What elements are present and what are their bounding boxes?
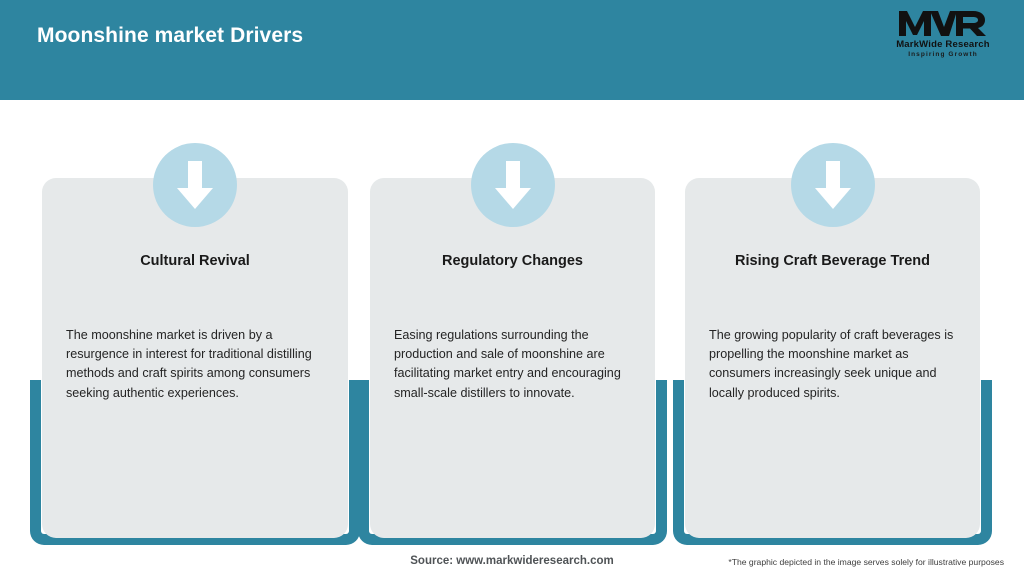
brand-logo: MarkWide Research Inspiring Growth bbox=[884, 8, 1002, 70]
down-arrow-icon bbox=[153, 143, 237, 227]
card-panel bbox=[370, 178, 655, 538]
source-label: Source: www.markwideresearch.com bbox=[410, 555, 614, 567]
logo-company-name: MarkWide Research bbox=[896, 39, 990, 50]
card-panel bbox=[685, 178, 980, 538]
card-body-text: Easing regulations surrounding the produ… bbox=[394, 328, 621, 400]
logo-tagline: Inspiring Growth bbox=[908, 51, 978, 58]
mwr-logo-icon bbox=[899, 11, 986, 36]
card-panel bbox=[42, 178, 348, 538]
card-body-text: The moonshine market is driven by a resu… bbox=[66, 328, 312, 400]
card-body-text: The growing popularity of craft beverage… bbox=[709, 328, 954, 400]
down-arrow-glyph bbox=[814, 161, 851, 209]
header-bar: Moonshine market Drivers MarkWide Resear… bbox=[0, 0, 1024, 100]
page-title: Moonshine market Drivers bbox=[37, 24, 304, 47]
card-frame-accent bbox=[673, 380, 992, 545]
down-arrow-icon bbox=[790, 143, 875, 227]
card-frame-accent bbox=[30, 380, 360, 545]
card-title: Cultural Revival bbox=[140, 253, 250, 269]
card-frame-accent bbox=[358, 380, 667, 545]
card-title: Rising Craft Beverage Trend bbox=[735, 253, 930, 269]
down-arrow-icon bbox=[470, 143, 555, 227]
down-arrow-glyph bbox=[494, 161, 531, 209]
down-arrow-glyph bbox=[177, 161, 213, 209]
disclaimer-note: *The graphic depicted in the image serve… bbox=[728, 557, 1004, 567]
card-title: Regulatory Changes bbox=[442, 253, 583, 269]
